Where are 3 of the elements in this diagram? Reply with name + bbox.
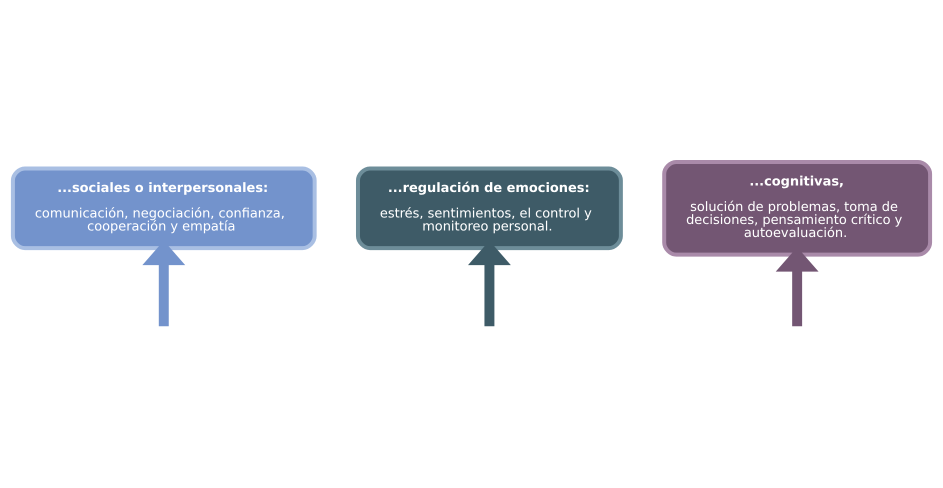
node-box: ...sociales o interpersonales: comunicación, negociación, confianza, cooperación y empatía [10, 166, 317, 250]
node-box: ...cognitivas, solución de problemas, toma de decisiones, pensamiento crítico y autoevaluación. [662, 160, 932, 256]
node-box: ...regulación de emociones: estrés, sentimientos, el control y monitoreo personal. [356, 166, 623, 250]
